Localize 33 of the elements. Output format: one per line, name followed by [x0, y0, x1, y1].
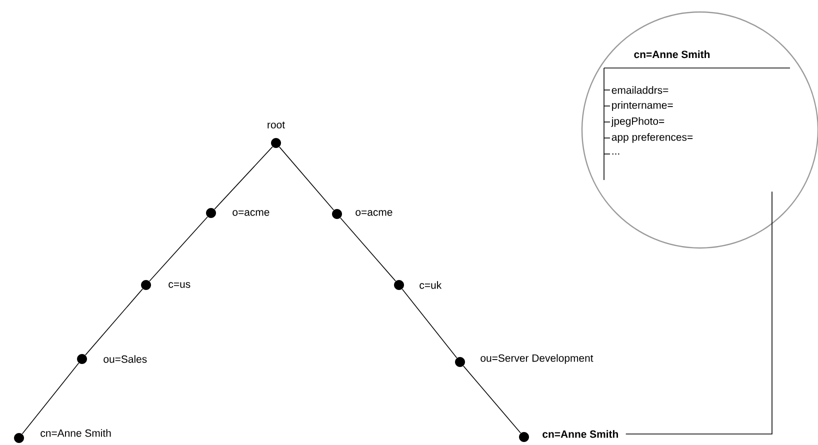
attribute-entry: jpegPhoto=: [604, 117, 664, 127]
tree-branch: [279, 146, 334, 210]
tree-branch: [22, 362, 80, 434]
node-dot: [14, 433, 24, 443]
node-label: c=uk: [420, 281, 442, 289]
node-dot: [519, 432, 529, 442]
tree-branch: [462, 366, 522, 434]
node-dot: [271, 138, 281, 148]
node-dot: [206, 208, 216, 218]
node-label: cn=Anne Smith: [40, 429, 111, 437]
tree-branch: [214, 146, 273, 210]
attribute-entry: emailaddrs=: [604, 86, 668, 94]
node-dot: [77, 354, 87, 364]
node-dot: [332, 209, 342, 219]
node-label: ou=Sales: [104, 355, 147, 363]
tree-branch: [402, 288, 458, 358]
node-label: cn=Anne Smith: [542, 430, 618, 438]
tree-branch: [340, 218, 396, 282]
node-dot: [394, 280, 404, 290]
node-label: c=us: [168, 282, 190, 288]
leader-line: [625, 191, 772, 434]
node-dot: [141, 280, 151, 290]
attribute-entry: app preferences=: [604, 133, 693, 143]
node-label: o=acme: [356, 210, 392, 216]
tree-branch: [85, 288, 143, 356]
tree-branch: [149, 216, 208, 282]
attribute-entry: printername=: [604, 101, 673, 111]
attribute-entry: ...: [604, 153, 620, 155]
node-label: ou=Server Development: [480, 354, 594, 364]
node-label: root: [268, 122, 285, 128]
node-dot: [455, 357, 465, 367]
node-label: o=acme: [232, 210, 270, 216]
heading: cn=Anne Smith: [634, 50, 710, 58]
